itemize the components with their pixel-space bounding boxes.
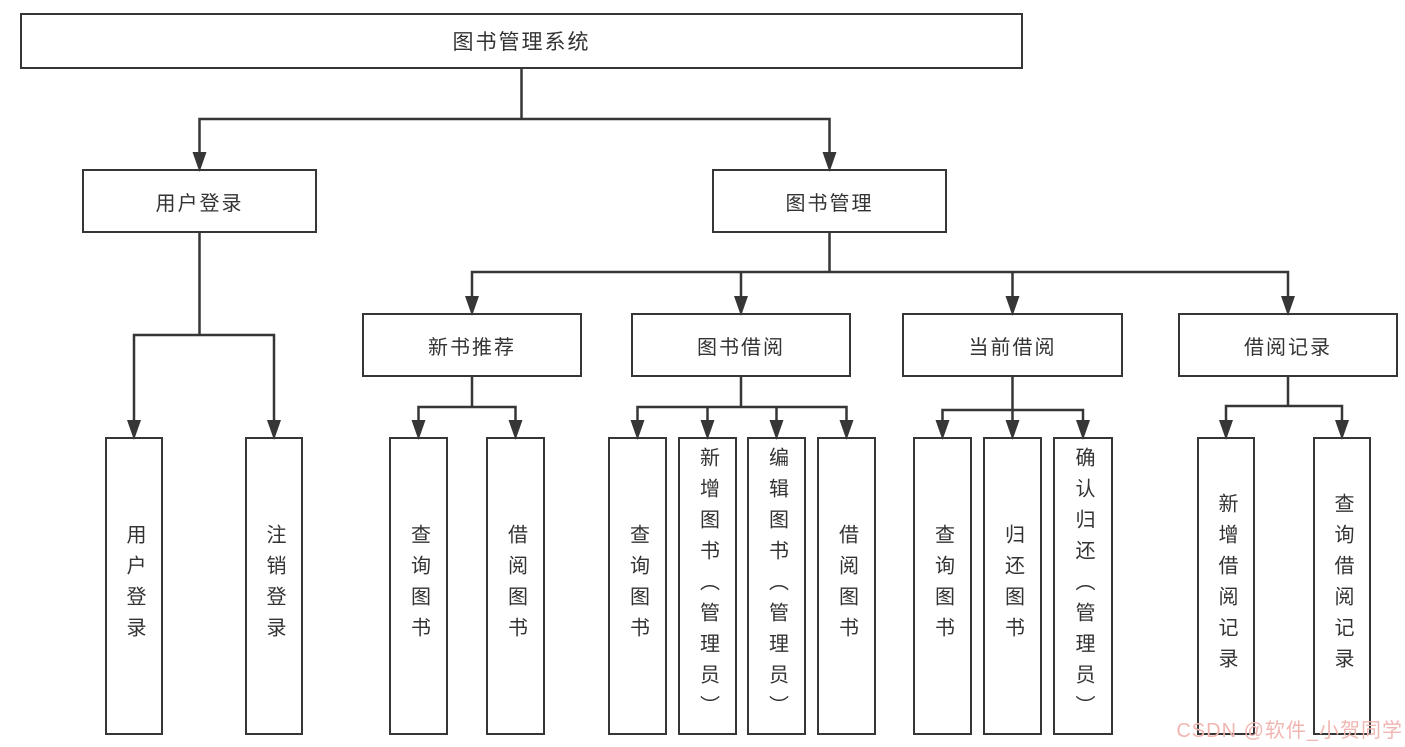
watermark: CSDN @软件_小贺同学 bbox=[1176, 720, 1403, 742]
node-system: 图书管理系统 bbox=[20, 13, 1023, 69]
node-label-br-add-record: 新增借阅记录 bbox=[1215, 493, 1237, 679]
node-label-cb-return-book: 归还图书 bbox=[1001, 524, 1024, 648]
node-br-query-record: 查询借阅记录 bbox=[1313, 437, 1371, 735]
edge-system bbox=[198, 67, 831, 154]
node-label-book-management: 图书管理 bbox=[785, 192, 874, 215]
node-bb-add-book: 新增图书（管理员） bbox=[678, 437, 737, 735]
node-cb-return-book: 归还图书 bbox=[983, 437, 1042, 735]
node-label-borrow-record: 借阅记录 bbox=[1244, 336, 1332, 359]
node-current-borrow: 当前借阅 bbox=[902, 313, 1123, 377]
node-label-book-borrow: 图书借阅 bbox=[697, 336, 785, 359]
node-label-nb-query-book: 查询图书 bbox=[407, 524, 430, 648]
node-label-bb-edit-book: 编辑图书（管理员） bbox=[765, 446, 788, 726]
edge-borrow-record bbox=[1224, 375, 1344, 422]
node-label-current-borrow: 当前借阅 bbox=[968, 336, 1057, 359]
node-label-user-login: 用户登录 bbox=[155, 192, 244, 215]
node-new-book-recommend: 新书推荐 bbox=[362, 313, 582, 377]
node-label-cb-confirm-return: 确认归还（管理员） bbox=[1072, 446, 1094, 726]
node-logout-action: 注销登录 bbox=[245, 437, 303, 735]
edge-user-login bbox=[132, 231, 276, 422]
edge-current-borrow bbox=[941, 375, 1085, 422]
node-label-br-query-record: 查询借阅记录 bbox=[1331, 493, 1353, 679]
node-bb-query-book: 查询图书 bbox=[608, 437, 667, 735]
edge-book-borrow bbox=[636, 375, 848, 422]
node-label-login-action: 用户登录 bbox=[123, 524, 145, 648]
node-label-cb-query-book: 查询图书 bbox=[931, 524, 954, 648]
node-label-logout-action: 注销登录 bbox=[263, 524, 285, 648]
node-br-add-record: 新增借阅记录 bbox=[1197, 437, 1255, 735]
node-label-nb-borrow-book: 借阅图书 bbox=[504, 524, 527, 648]
node-cb-confirm-return: 确认归还（管理员） bbox=[1053, 437, 1113, 735]
node-bb-edit-book: 编辑图书（管理员） bbox=[747, 437, 806, 735]
node-login-action: 用户登录 bbox=[105, 437, 163, 735]
node-label-bb-query-book: 查询图书 bbox=[626, 524, 649, 648]
node-label-system: 图书管理系统 bbox=[452, 31, 591, 54]
node-nb-borrow-book: 借阅图书 bbox=[486, 437, 545, 735]
node-label-bb-add-book: 新增图书（管理员） bbox=[696, 446, 719, 726]
node-book-management: 图书管理 bbox=[712, 169, 947, 233]
node-nb-query-book: 查询图书 bbox=[389, 437, 448, 735]
node-cb-query-book: 查询图书 bbox=[913, 437, 972, 735]
node-bb-borrow-book: 借阅图书 bbox=[817, 437, 876, 735]
node-book-borrow: 图书借阅 bbox=[631, 313, 851, 377]
edge-new-book-recommend bbox=[417, 375, 517, 422]
edge-book-management bbox=[470, 231, 1290, 298]
node-user-login: 用户登录 bbox=[82, 169, 317, 233]
node-borrow-record: 借阅记录 bbox=[1178, 313, 1398, 377]
node-label-new-book-recommend: 新书推荐 bbox=[428, 336, 516, 359]
node-label-bb-borrow-book: 借阅图书 bbox=[835, 524, 858, 648]
